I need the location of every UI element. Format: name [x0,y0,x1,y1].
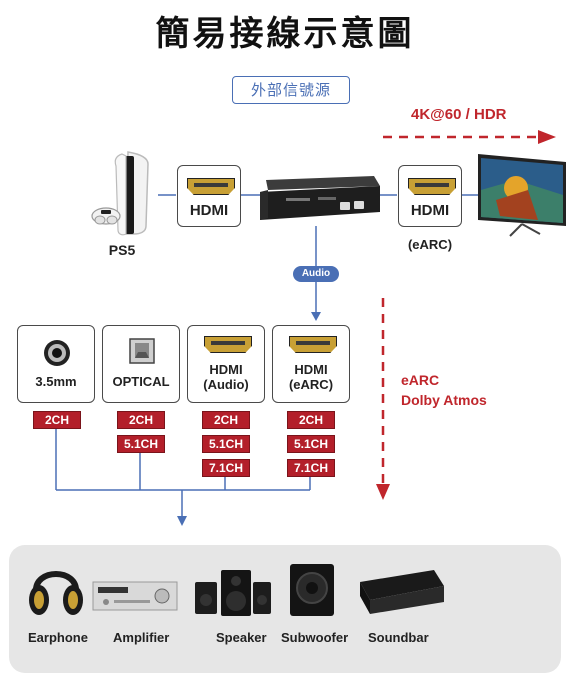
output-label-line2: (eARC) [288,377,334,392]
video-spec-label: 4K@60 / HDR [411,106,507,123]
soundbar-icon [360,570,444,614]
tv-icon [478,154,566,237]
hdmi-port-icon [408,178,456,195]
subwoofer-icon [290,564,334,616]
output-earc-label: (eARC) [407,237,453,252]
input-hdmi-card: HDMI [177,165,241,227]
ps5-console-icon [91,151,149,236]
earc-arrow-head [376,484,390,500]
earc-note-line1: eARC [401,372,440,388]
speaker-icon [195,570,271,616]
channel-badge: 5.1CH [117,435,165,453]
device-label-earphone: Earphone [28,630,88,645]
output-label-line1: OPTICAL [112,374,170,389]
output-label-line1: HDMI [209,362,243,377]
page-title: 簡易接線示意圖 [155,14,415,54]
output-label-line1: 3.5mm [35,374,77,389]
hdmi-port-icon [289,336,337,353]
source-label: 外部信號源 [232,76,350,104]
output-label-line2: (Audio) [203,377,249,392]
output-card-hdmi-earc: HDMI (eARC) [272,325,350,403]
output-hdmi-label: HDMI [410,202,450,219]
device-label-amplifier: Amplifier [113,630,170,645]
channel-badge: 2CH [202,411,250,429]
audio-jack-icon [44,340,70,366]
device-label-speaker: Speaker [216,630,267,645]
optical-port-icon [129,338,155,364]
bus-arrow-head [177,516,187,526]
device-label-soundbar: Soundbar [368,630,429,645]
amplifier-icon [92,581,178,611]
channel-badge: 7.1CH [202,459,250,477]
output-card-3-5mm: 3.5mm [17,325,95,403]
audio-extractor-device [260,176,380,220]
hdmi-port-icon [204,336,252,353]
audio-arrow-head [311,312,321,321]
output-label-line1: HDMI [294,362,328,377]
video-arrow-head [538,130,556,144]
headphone-icon [29,571,83,615]
output-hdmi-card: HDMI [398,165,462,227]
input-hdmi-label: HDMI [189,202,229,219]
channel-badge: 2CH [117,411,165,429]
channel-badge: 5.1CH [287,435,335,453]
channel-badge: 2CH [287,411,335,429]
ps5-label: PS5 [108,242,136,258]
audio-pill: Audio [293,266,339,282]
channel-badge: 5.1CH [202,435,250,453]
output-card-optical: OPTICAL [102,325,180,403]
earc-note-line2: Dolby Atmos [401,392,487,408]
device-label-subwoofer: Subwoofer [281,630,349,645]
hdmi-port-icon [187,178,235,195]
channel-badge: 2CH [33,411,81,429]
output-card-hdmi-audio: HDMI (Audio) [187,325,265,403]
channel-badge: 7.1CH [287,459,335,477]
